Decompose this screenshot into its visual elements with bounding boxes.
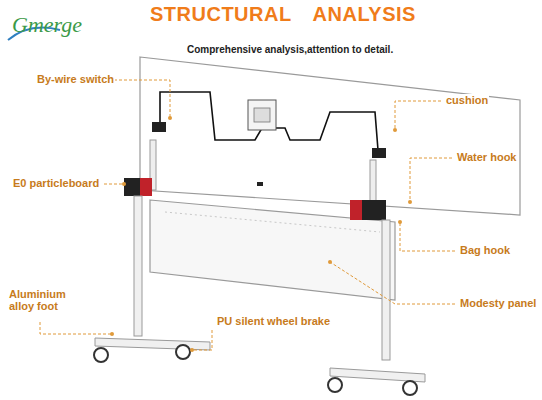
bracket	[124, 178, 152, 196]
wheel	[176, 345, 190, 359]
bracket	[350, 200, 386, 220]
switch	[254, 108, 270, 122]
leg	[134, 196, 142, 336]
cushion-pad	[152, 122, 166, 132]
part-label: cushion	[445, 94, 489, 106]
bracket-red	[140, 178, 152, 196]
leg	[382, 220, 390, 360]
part-label: E0 particleboard	[12, 177, 100, 189]
part-label: PU silent wheel brake	[216, 315, 331, 327]
cushion-pad	[372, 148, 386, 158]
panel-perforation	[165, 212, 380, 232]
wheel	[328, 378, 342, 392]
part-label: Modesty panel	[459, 297, 537, 309]
leg-post	[370, 160, 376, 205]
part-label: Bag hook	[459, 244, 511, 256]
wheel	[94, 348, 108, 362]
foot	[330, 368, 425, 382]
part-label: Water hook	[456, 151, 518, 163]
page-title: STRUCTURAL ANALYSIS	[150, 3, 416, 26]
part-label: Aluminium alloy foot	[8, 288, 80, 312]
subtitle: Comprehensive analysis,attention to deta…	[187, 44, 393, 55]
modesty-panel	[150, 200, 395, 300]
latch	[257, 182, 263, 186]
wire	[160, 92, 378, 150]
leader-dots	[110, 116, 412, 352]
table-top	[140, 57, 520, 215]
switch-box	[248, 100, 276, 130]
leader-lines	[40, 80, 455, 350]
part-label: By-wire switch	[36, 73, 115, 85]
bracket-red	[350, 200, 362, 220]
brand-logo: Gmerge	[12, 12, 82, 38]
wheel	[403, 381, 417, 395]
